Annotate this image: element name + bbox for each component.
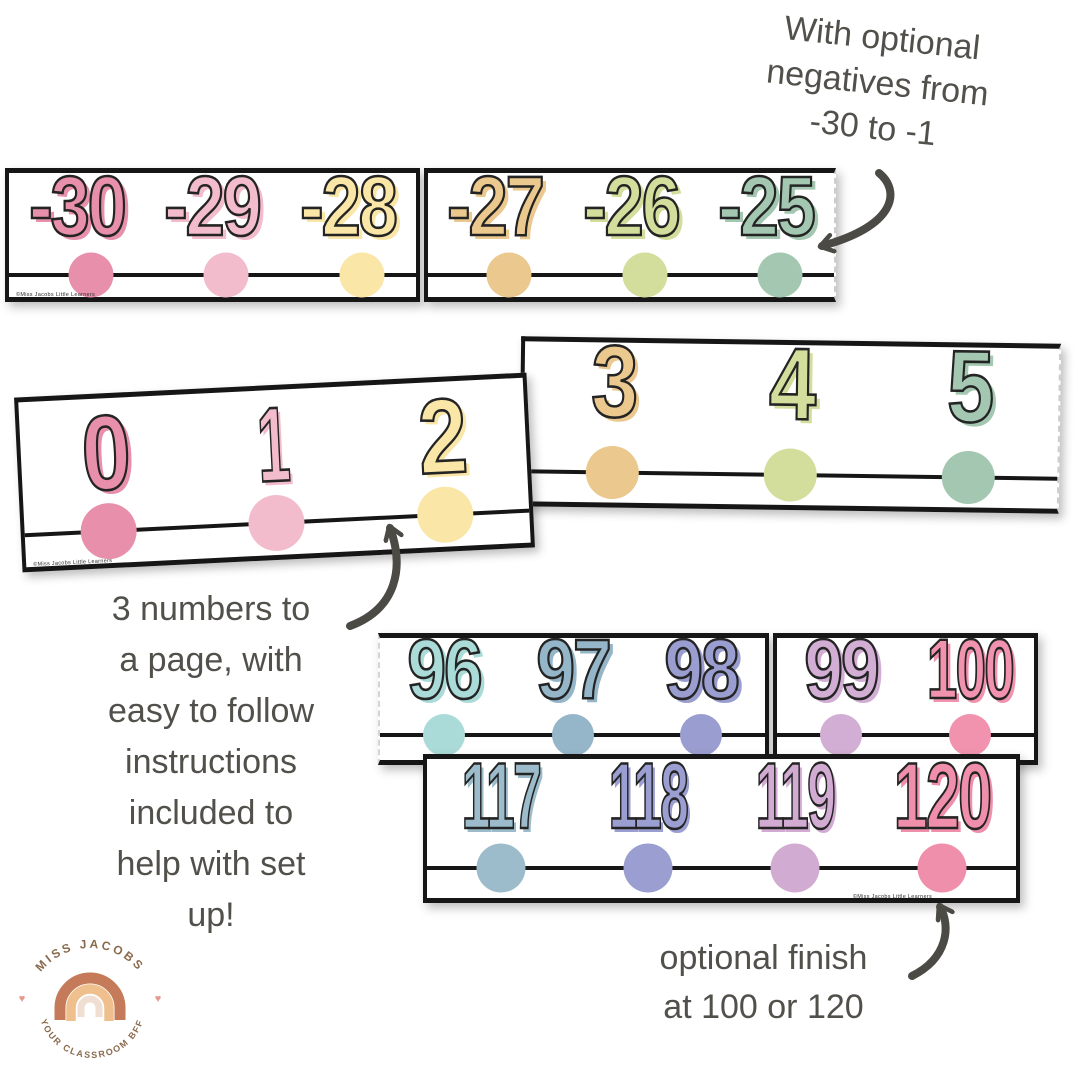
number-cell: -29 — [145, 163, 281, 298]
number-dot — [820, 714, 863, 756]
number-line-page: -27-26-25 — [423, 163, 836, 302]
number-cell: -27 — [428, 163, 564, 298]
note-line: included to — [128, 794, 294, 832]
number-dot — [203, 252, 249, 298]
note-line: up! — [187, 896, 235, 934]
number-dot — [680, 714, 723, 756]
number-cell: 3 — [523, 323, 703, 503]
note-line: easy to follow — [108, 692, 314, 730]
number-cell: 0 — [18, 392, 194, 567]
number-dot — [622, 252, 668, 298]
heart-icon: ♥ — [19, 993, 26, 1005]
logo-top-text: MISS JACOBS — [33, 937, 148, 974]
number-label: -29 — [163, 159, 263, 253]
number-label: 118 — [608, 743, 690, 848]
number-label: 0 — [78, 392, 132, 514]
number-dot — [585, 445, 640, 500]
heart-icon: ♥ — [155, 993, 162, 1005]
number-cell: -28 — [280, 163, 416, 298]
rainbow-icon — [54, 972, 126, 1021]
number-line — [777, 733, 1034, 737]
number-dot — [763, 448, 818, 502]
note-line: 3 numbers to — [111, 590, 311, 628]
note-optional-finish: optional finish at 100 or 120 — [596, 934, 931, 1033]
number-cell: 5 — [879, 328, 1059, 508]
number-line-page: -30-29-28 — [5, 163, 420, 302]
number-cell: 2 — [355, 376, 531, 551]
number-label: 98 — [663, 622, 741, 716]
logo-bottom-text: YOUR CLASSROOM BFF — [39, 1018, 146, 1061]
number-label: -26 — [582, 159, 682, 253]
number-dot — [941, 450, 996, 505]
number-cell: -26 — [563, 163, 699, 298]
number-dot — [476, 843, 526, 893]
number-label: 117 — [461, 743, 543, 848]
number-dot — [948, 714, 991, 756]
number-label: 119 — [755, 743, 837, 848]
number-cell: 99 — [777, 626, 905, 760]
note-three-numbers-per-page: 3 numbers to a page, with easy to follow in… — [36, 584, 386, 941]
number-label: 96 — [406, 622, 484, 716]
number-dot — [486, 252, 532, 298]
miss-jacobs-logo: MISS JACOBS YOUR CLASSROOM BFF ♥ ♥ — [19, 937, 162, 1061]
number-line-strip-negatives: -30-29-28-27-26-25 ©Miss Jacobs Little Le… — [5, 163, 836, 302]
number-label: -28 — [299, 159, 399, 253]
number-label: 3 — [589, 323, 638, 440]
number-dot — [623, 843, 673, 893]
number-label: 100 — [926, 622, 1016, 716]
number-cell: 118 — [574, 747, 721, 898]
number-cell: 4 — [701, 326, 881, 506]
number-cell: 120 — [869, 747, 1016, 898]
credit-text: ©Miss Jacobs Little Learners — [852, 894, 932, 900]
note-line: a page, with — [119, 641, 303, 679]
number-dot — [757, 252, 803, 298]
number-label: 1 — [254, 384, 292, 505]
note-line: optional finish — [659, 939, 868, 977]
number-cell: -30 — [9, 163, 145, 298]
number-label: 97 — [535, 622, 613, 716]
number-cell: 97 — [508, 626, 636, 760]
number-cell: 98 — [637, 626, 765, 760]
credit-text: ©Miss Jacobs Little Learners — [16, 292, 96, 298]
number-label: 2 — [414, 376, 468, 498]
number-cell: -25 — [699, 163, 835, 298]
number-label: 4 — [767, 326, 816, 443]
number-label: -27 — [446, 159, 546, 253]
number-label: 120 — [893, 743, 993, 848]
number-cell: 119 — [722, 747, 869, 898]
number-dot — [770, 843, 820, 893]
note-line: instructions — [125, 743, 297, 781]
number-line-page: 0 1 2 — [14, 372, 535, 573]
number-line-page: 3 4 5 — [518, 323, 1062, 514]
number-label: -30 — [28, 159, 128, 253]
number-dot — [917, 843, 967, 893]
number-label: 5 — [945, 328, 994, 445]
number-cell: 117 — [427, 747, 574, 898]
number-cell: 1 — [186, 384, 362, 559]
note-line: at 100 or 120 — [663, 988, 864, 1027]
number-dot — [423, 714, 466, 756]
number-cell: 96 — [380, 626, 508, 760]
number-dot — [339, 252, 385, 298]
note-line: help with set — [116, 845, 306, 883]
number-line — [427, 866, 1016, 870]
number-dot — [68, 252, 114, 298]
number-line-strip-3-5: 3 4 5 — [518, 323, 1062, 514]
number-dot — [551, 714, 594, 756]
number-dot — [247, 493, 307, 553]
number-cell: 100 — [906, 626, 1034, 760]
number-label: 99 — [804, 622, 882, 716]
number-label: -25 — [717, 159, 817, 253]
